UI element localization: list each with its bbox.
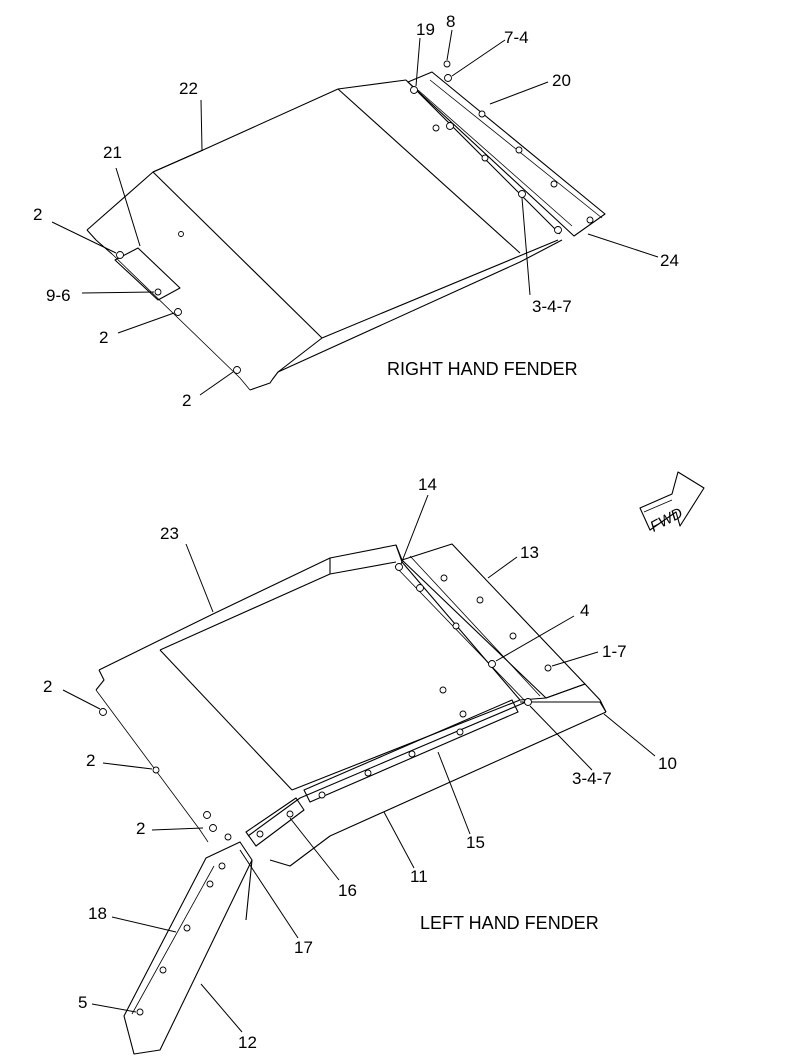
callout-4: 4	[580, 601, 589, 620]
callout-2: 2	[99, 328, 108, 347]
callout-24: 24	[660, 251, 679, 270]
callout-13: 13	[520, 543, 539, 562]
callout-3-4-7: 3-4-7	[532, 297, 572, 316]
callout-2: 2	[43, 677, 52, 696]
fwd-arrow-icon: FWD	[639, 471, 705, 536]
callout-8: 8	[446, 12, 455, 31]
callout-12: 12	[238, 1033, 257, 1052]
callout-16: 16	[338, 881, 357, 900]
callout-19: 19	[416, 20, 435, 39]
callout-15: 15	[466, 833, 485, 852]
callout-22: 22	[179, 79, 198, 98]
callout-5: 5	[78, 993, 87, 1012]
callout-20: 20	[552, 71, 571, 90]
left-hand-callouts: 14 13 23 4 1-7 2 2 2 10 3-4-7 15 11 16 1…	[43, 475, 677, 1052]
callout-2: 2	[33, 205, 42, 224]
callout-2: 2	[182, 391, 191, 410]
callout-3-4-7: 3-4-7	[572, 769, 612, 788]
callout-9-6: 9-6	[46, 286, 71, 305]
left-hand-leader-lines	[62, 494, 656, 1033]
callout-11: 11	[410, 867, 428, 886]
fwd-label: FWD	[647, 505, 685, 536]
callout-14: 14	[418, 475, 437, 494]
right-hand-leader-lines	[51, 29, 659, 396]
callout-2: 2	[86, 751, 95, 770]
right-hand-fender-drawing	[86, 60, 606, 391]
callout-21: 21	[103, 143, 122, 162]
left-hand-fender-title: LEFT HAND FENDER	[420, 913, 599, 933]
callout-10: 10	[658, 754, 677, 773]
right-hand-fender-title: RIGHT HAND FENDER	[387, 359, 578, 379]
callout-17: 17	[294, 938, 313, 957]
callout-23: 23	[160, 524, 179, 543]
callout-2: 2	[136, 819, 145, 838]
callout-7-4: 7-4	[504, 28, 529, 47]
callout-18: 18	[88, 904, 107, 923]
callout-1-7: 1-7	[602, 642, 627, 661]
right-hand-callouts: 8 19 7-4 20 22 21 2 9-6 2 2 24 3-4-7	[33, 12, 679, 410]
left-hand-fender-drawing	[95, 543, 607, 1055]
